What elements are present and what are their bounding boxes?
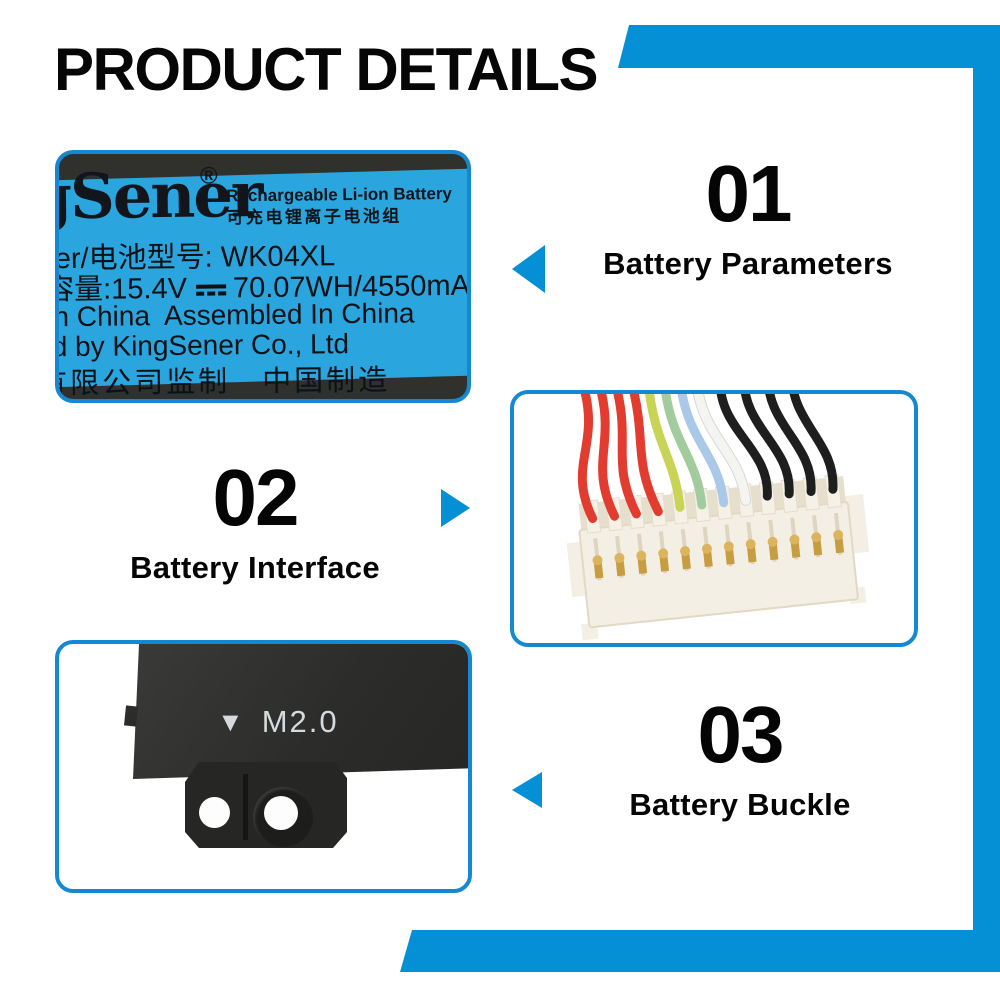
battery-label-content: KingSener ® Rechargeable Li-ion Battery … <box>55 154 467 401</box>
step-number: 02 <box>212 453 300 542</box>
step-number: 03 <box>697 690 785 779</box>
label-origin-line: n China Assembled In China <box>55 297 415 333</box>
step-number: 01 <box>705 149 793 238</box>
battery-label-photo: KingSener ® Rechargeable Li-ion Battery … <box>55 150 471 403</box>
label-taglines: Rechargeable Li-ion Battery 可充电锂离子电池组 <box>226 183 452 229</box>
buckle-slot <box>243 774 248 840</box>
buckle-hole-small <box>199 797 230 828</box>
tagline-english: Rechargeable Li-ion Battery <box>226 184 453 206</box>
buckle-hole-large <box>264 796 298 830</box>
connector-illustration <box>566 394 870 641</box>
step-battery-parameters: 01 Battery Parameters <box>558 149 938 282</box>
registered-trademark-icon: ® <box>199 162 218 190</box>
battery-interface-photo <box>510 390 918 647</box>
battery-body <box>133 644 468 779</box>
arrow-right-icon <box>441 489 470 527</box>
step-battery-interface: 02 Battery Interface <box>70 453 440 586</box>
tagline-chinese: 可充电锂离子电池组 <box>226 206 402 228</box>
arrow-left-icon <box>512 772 542 808</box>
battery-edge-notch <box>123 705 139 727</box>
step-title: Battery Interface <box>130 550 380 585</box>
bottom-bar-shape <box>400 930 1000 972</box>
battery-buckle-photo: ▼ M2.0 <box>55 640 472 893</box>
right-stripe-shape <box>973 25 1000 972</box>
top-bar-shape <box>618 25 1000 68</box>
step-title: Battery Buckle <box>629 787 851 822</box>
arrow-left-icon <box>512 245 545 293</box>
page-title: PRODUCT DETAILS <box>54 36 599 103</box>
label-supervision-line: 有限公司监制 中国制造 <box>55 364 391 401</box>
marking-text: M2.0 <box>261 704 339 739</box>
triangle-down-icon: ▼ <box>217 707 246 737</box>
step-title: Battery Parameters <box>603 246 893 281</box>
dc-current-symbol-icon <box>195 284 227 296</box>
battery-marking: ▼ M2.0 <box>217 704 339 740</box>
step-battery-buckle: 03 Battery Buckle <box>550 690 930 823</box>
